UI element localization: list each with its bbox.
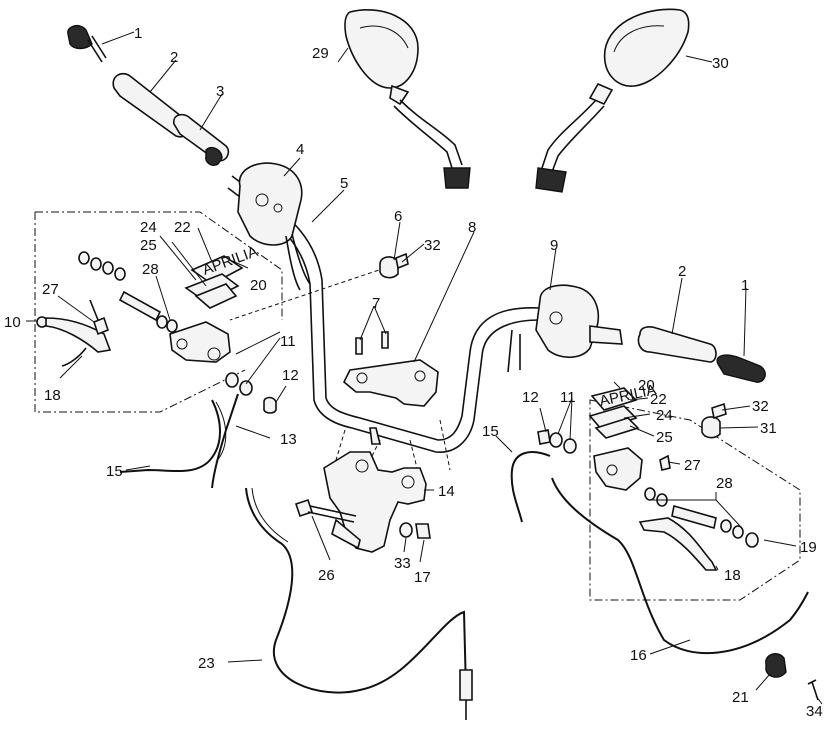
right-master-cylinder	[593, 447, 643, 491]
callout-34: 34	[806, 703, 823, 720]
riser-nut-washer	[399, 522, 431, 539]
callout-10: 10	[4, 314, 21, 331]
callout-17: 17	[414, 569, 431, 586]
leader-lines	[26, 31, 823, 705]
callout-labels: 1 2 3 4 5 6 32 8 9 2 1 29 30 10 27 28 24…	[4, 25, 823, 720]
callout-19: 19	[800, 539, 817, 556]
callout-9: 9	[550, 237, 558, 254]
left-brake-group-box	[34, 211, 283, 413]
callout-33: 33	[394, 555, 411, 572]
callout-11-left: 11	[280, 333, 296, 350]
callout-6: 6	[394, 208, 402, 225]
callout-1-right: 1	[741, 277, 749, 294]
left-mirror	[344, 8, 471, 189]
clamp-dash-line	[229, 267, 386, 321]
right-mirror	[535, 8, 690, 193]
right-brake-lever	[638, 517, 718, 571]
throttle-cable-main	[245, 487, 467, 694]
callout-7: 7	[372, 295, 380, 312]
right-piston-kit	[644, 487, 759, 548]
callout-28-right: 28	[716, 475, 733, 492]
throttle-cable-upper	[211, 393, 239, 489]
callout-27-left: 27	[42, 281, 59, 298]
callout-13: 13	[280, 431, 297, 448]
callout-31: 31	[760, 420, 777, 437]
callout-2-right: 2	[678, 263, 686, 280]
callout-18-left: 18	[44, 387, 61, 404]
callout-26: 26	[318, 567, 335, 584]
right-grip	[589, 325, 766, 383]
left-small-clamp	[379, 252, 409, 279]
right-brake-group-box	[589, 399, 801, 601]
left-brake-lever	[36, 316, 112, 367]
left-brake-hose	[119, 399, 221, 473]
callout-29: 29	[312, 45, 329, 62]
left-bar-end-weight	[67, 24, 107, 63]
callout-22-left: 22	[174, 219, 191, 236]
callout-18-right: 18	[724, 567, 741, 584]
callout-3: 3	[216, 83, 224, 100]
callout-20-right: 20	[638, 377, 655, 394]
callout-21: 21	[732, 689, 749, 706]
callout-30: 30	[712, 55, 729, 72]
left-grip	[112, 72, 230, 166]
handlebar-clamp	[343, 331, 439, 407]
callout-5: 5	[340, 175, 348, 192]
riser-bracket	[323, 427, 427, 553]
right-brake-hose	[510, 451, 551, 523]
right-small-clamp	[701, 402, 727, 439]
left-switch-housing	[237, 162, 311, 291]
callout-14: 14	[438, 483, 455, 500]
right-switch-cable	[551, 477, 809, 655]
callout-4: 4	[296, 141, 304, 158]
callout-1-left: 1	[134, 25, 142, 42]
callout-28-left: 28	[142, 261, 159, 278]
left-piston-kit	[78, 251, 178, 333]
callout-24-left: 24	[140, 219, 157, 236]
left-banjo-bolt	[225, 372, 277, 414]
cable-clip	[765, 653, 787, 678]
callout-2-left: 2	[170, 49, 178, 66]
throttle-cable-end	[459, 669, 473, 701]
callout-32-right: 32	[752, 398, 769, 415]
callout-23: 23	[198, 655, 215, 672]
callout-24-right: 24	[656, 407, 673, 424]
left-reservoir-cover: APRILIA	[184, 243, 260, 309]
left-master-cylinder	[169, 321, 231, 363]
callout-25-left: 25	[140, 237, 157, 254]
callout-22-right: 22	[650, 391, 667, 408]
riser-bolt	[294, 498, 357, 523]
right-switch-housing	[507, 284, 600, 373]
right-banjo-bolt	[537, 429, 577, 454]
callout-12-left: 12	[282, 367, 299, 384]
callout-25-right: 25	[656, 429, 673, 446]
throttle-cable-main-2	[251, 487, 289, 543]
callout-8: 8	[468, 219, 476, 236]
callout-20-left: 20	[250, 277, 267, 294]
callout-27-right: 27	[684, 457, 701, 474]
callout-12-right: 12	[522, 389, 539, 406]
right-lever-bolt	[659, 454, 671, 471]
handlebar	[227, 175, 557, 453]
callout-32-top: 32	[424, 237, 441, 254]
callout-11-right: 11	[560, 389, 576, 406]
callout-15-right: 15	[482, 423, 499, 440]
callout-16: 16	[630, 647, 647, 664]
callout-15-left: 15	[106, 463, 123, 480]
left-lever-bolt	[89, 299, 109, 336]
